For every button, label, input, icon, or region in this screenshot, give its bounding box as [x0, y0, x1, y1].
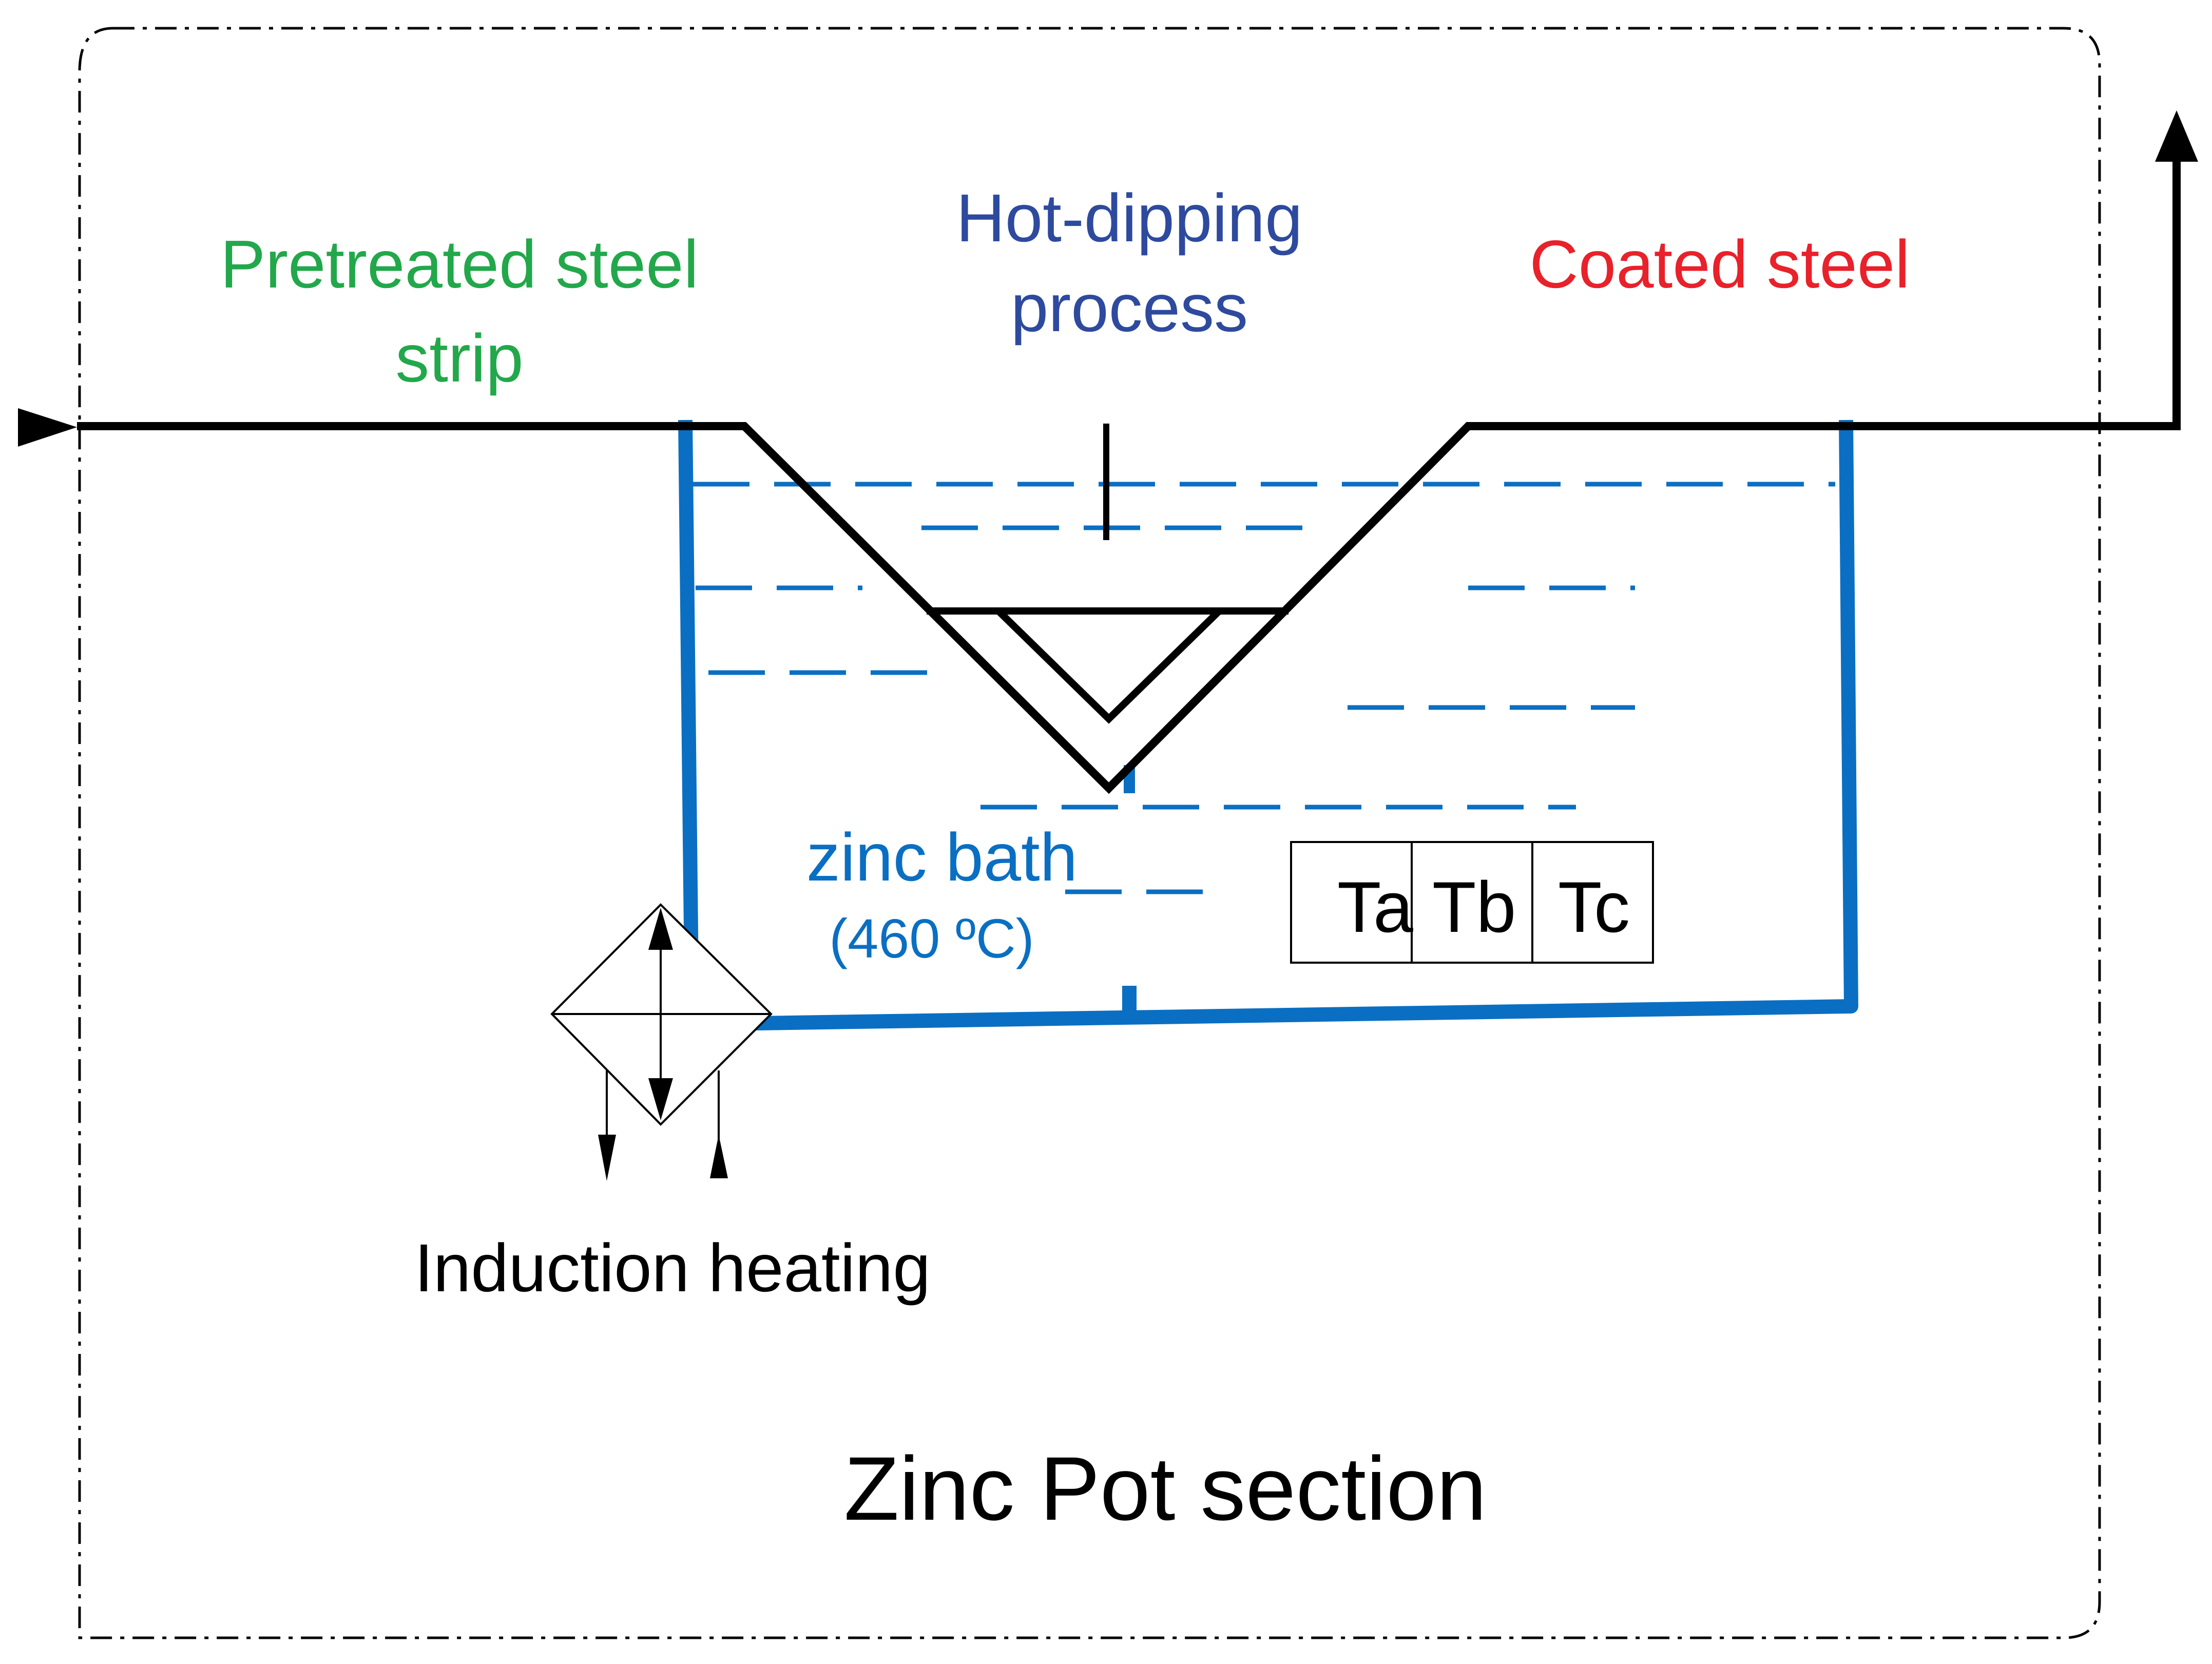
coated-steel-label: Coated steel: [1529, 226, 1910, 302]
sensor-box: [1290, 841, 1654, 964]
arrow-down-icon: [648, 1078, 673, 1120]
arrow-down-icon: [598, 1135, 616, 1181]
bath-temperature-label: (460 ºC): [829, 907, 1034, 969]
section-title: Zinc Pot section: [844, 1439, 1487, 1539]
induction-heater: [550, 903, 773, 1181]
sensor-label-ta: Ta: [1337, 867, 1413, 947]
induction-heating-label: Induction heating: [414, 1230, 930, 1306]
arrow-up-icon: [648, 908, 673, 950]
zinc-bath-label: zinc bath: [806, 819, 1078, 895]
pretreated-strip-label-2: strip: [395, 320, 523, 396]
hot-dipping-label: Hot-dipping: [956, 180, 1302, 256]
steel-strip: [77, 159, 2181, 794]
strip-outlet-arrow-icon: [2155, 110, 2198, 162]
strip-inlet-arrow-icon: [18, 408, 77, 447]
sensor-label-tb: Tb: [1432, 867, 1516, 947]
sensor-label-tc: Tc: [1558, 867, 1630, 947]
pretreated-strip-label: Pretreated steel: [220, 226, 699, 302]
arrow-up-icon: [710, 1135, 728, 1178]
temperature-sensors: Ta Tb Tc: [1290, 841, 1654, 964]
zinc-bath-liquid: [693, 482, 1835, 894]
sink-roll-inner: [996, 608, 1222, 724]
zinc-pot-vessel: [678, 419, 1858, 1031]
hot-dipping-label-2: process: [1011, 270, 1248, 346]
